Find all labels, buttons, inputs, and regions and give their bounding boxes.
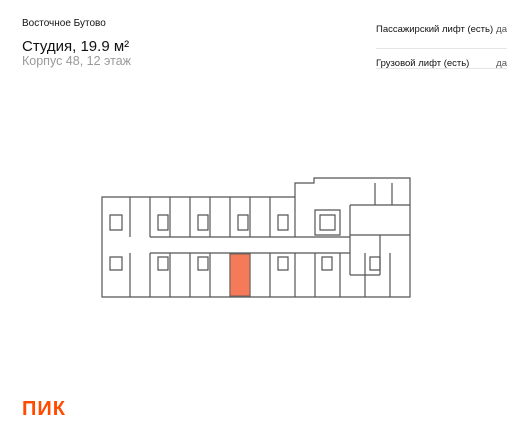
apartment-subtitle: Корпус 48, 12 этаж — [22, 54, 132, 68]
features-list: Пассажирский лифт (есть) да Грузовой лиф… — [376, 18, 507, 69]
apartment-title: Студия, 19.9 м² — [22, 38, 130, 55]
project-name: Восточное Бутово — [22, 18, 106, 29]
feature-value: да — [496, 58, 507, 69]
pik-logo: ПИК — [22, 398, 66, 420]
feature-label: Пассажирский лифт (есть) — [376, 24, 494, 35]
floor-plan — [101, 177, 411, 298]
feature-label: Грузовой лифт (есть) — [376, 58, 470, 69]
feature-value: да — [496, 24, 507, 35]
feature-row-freight-lift: Грузовой лифт (есть) да — [376, 49, 507, 69]
feature-row-passenger-lift: Пассажирский лифт (есть) да — [376, 18, 507, 49]
floor-plan-walls — [101, 177, 411, 298]
selected-apartment[interactable] — [229, 253, 251, 297]
